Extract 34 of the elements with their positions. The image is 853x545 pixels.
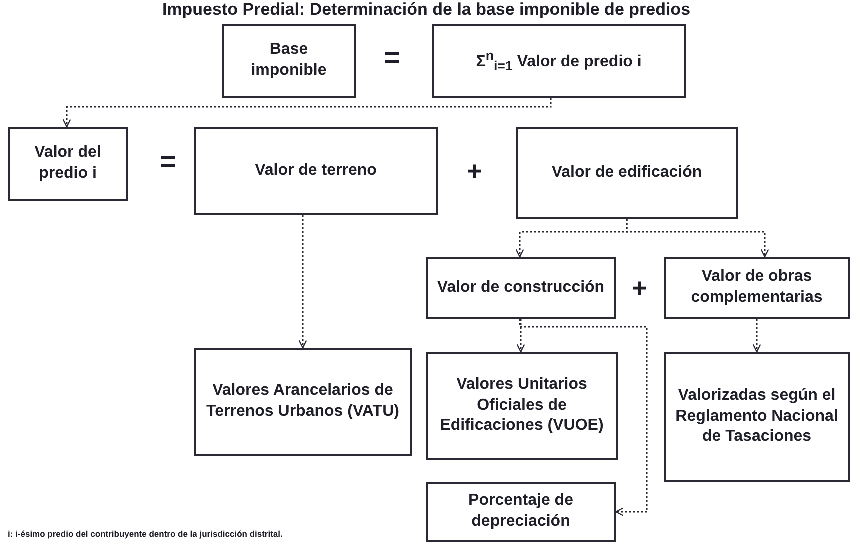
operator-sign: + — [467, 158, 482, 184]
arrow — [626, 219, 770, 258]
box-text: Valor de obras complementarias — [690, 267, 824, 308]
process-box — [516, 127, 738, 219]
diagram-title: Impuesto Predial: Determinación de la base imponible de predios — [161, 0, 692, 20]
process-box — [664, 257, 850, 319]
process-box — [426, 482, 616, 542]
process-box — [8, 127, 128, 201]
box-text: Base imponible — [250, 40, 328, 81]
process-box — [222, 24, 356, 98]
operator-sign: + — [632, 275, 648, 301]
box-text: Porcentaje de depreciación — [468, 491, 574, 532]
box-text: Σ$^{n}$$_{i=1}$ Valor de predio i — [476, 47, 642, 75]
process-box — [194, 127, 438, 215]
arrow — [752, 319, 762, 353]
process-box — [426, 352, 618, 460]
operator-sign: = — [160, 148, 176, 176]
box-text: Valor de terreno — [255, 160, 377, 181]
arrow — [516, 319, 526, 353]
arrow — [298, 215, 308, 349]
box-text: Valorizadas según el Reglamento Nacional de Tasaciones — [674, 386, 840, 448]
process-box — [664, 352, 850, 482]
process-box — [432, 24, 686, 98]
footnote: i: i-ésimo predio del contribuyente dentro de la jurisdicción distrital. — [8, 530, 283, 538]
box-text: Valor de construcción — [437, 278, 605, 298]
box-text: Valores Arancelarios de Terrenos Urbanos (VATU) — [206, 381, 400, 422]
process-box — [194, 348, 412, 456]
box-text: Valor de edificación — [552, 162, 702, 183]
arrow — [62, 98, 552, 128]
box-text: Valor del predio i — [34, 143, 102, 184]
arrow — [519, 319, 648, 516]
process-box — [426, 257, 616, 319]
operator-sign: = — [384, 44, 400, 72]
box-text: Valores Unitarios Oficiales de Edificaciones (VUOE) — [439, 374, 605, 436]
